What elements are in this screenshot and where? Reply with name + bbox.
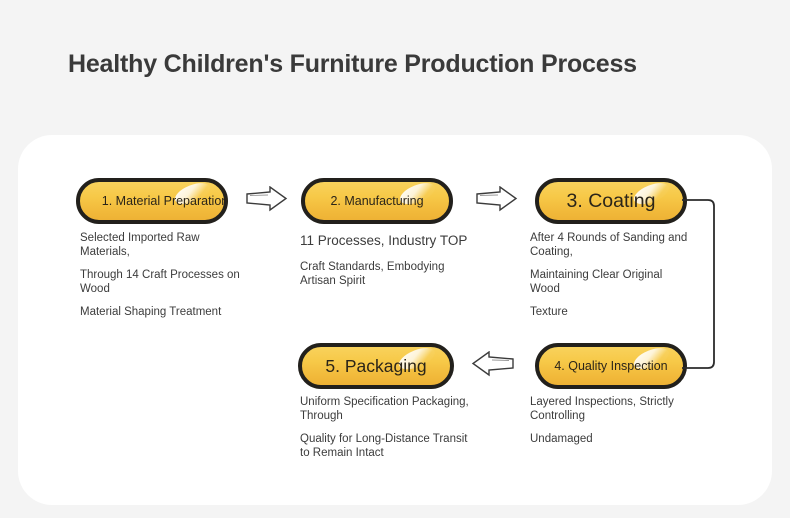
description-line: Through 14 Craft Processes on Wood — [80, 269, 240, 296]
description-line: Texture — [530, 306, 568, 319]
description-line: Selected Imported Raw Materials, — [80, 232, 200, 259]
process-step-1-description: Selected Imported Raw Materials, Through… — [80, 231, 240, 319]
description-line: Craft Standards, Embodying Artisan Spiri… — [300, 261, 445, 288]
process-step-5-description: Uniform Specification Packaging, Through… — [300, 395, 475, 460]
process-step-2-label: 2. Manufacturing — [330, 194, 424, 208]
process-step-1-label: 1. Material Preparation — [101, 194, 229, 208]
process-step-4[interactable]: 4. Quality Inspection — [535, 343, 687, 389]
process-step-3-label: 3. Coating — [566, 189, 656, 212]
process-step-4-description: Layered Inspections, Strictly Controllin… — [530, 395, 705, 446]
description-lead: 11 Processes, Industry TOP — [300, 233, 468, 248]
process-step-2-description: 11 Processes, Industry TOP Craft Standar… — [300, 233, 480, 289]
page-title: Healthy Children's Furniture Production … — [68, 50, 637, 78]
arrow-step1-to-step2-icon — [246, 186, 288, 212]
description-line: Maintaining Clear Original Wood — [530, 269, 663, 296]
description-line: Material Shaping Treatment — [80, 306, 222, 319]
process-step-5-label: 5. Packaging — [325, 355, 427, 376]
process-step-1[interactable]: 1. Material Preparation — [76, 178, 228, 224]
process-step-3[interactable]: 3. Coating — [535, 178, 687, 224]
description-line: Quality for Long-Distance Transit to Rem… — [300, 433, 468, 460]
description-line: Undamaged — [530, 433, 593, 446]
process-step-5[interactable]: 5. Packaging — [298, 343, 454, 389]
description-line: After 4 Rounds of Sanding and Coating, — [530, 232, 688, 259]
process-step-4-label: 4. Quality Inspection — [554, 359, 668, 373]
description-line: Layered Inspections, Strictly Controllin… — [530, 396, 674, 423]
description-line: Uniform Specification Packaging, Through — [300, 396, 469, 423]
process-step-2[interactable]: 2. Manufacturing — [301, 178, 453, 224]
arrow-step2-to-step3-icon — [476, 186, 518, 212]
process-step-3-description: After 4 Rounds of Sanding and Coating, M… — [530, 231, 695, 319]
arrow-step4-to-step5-icon — [471, 351, 514, 377]
